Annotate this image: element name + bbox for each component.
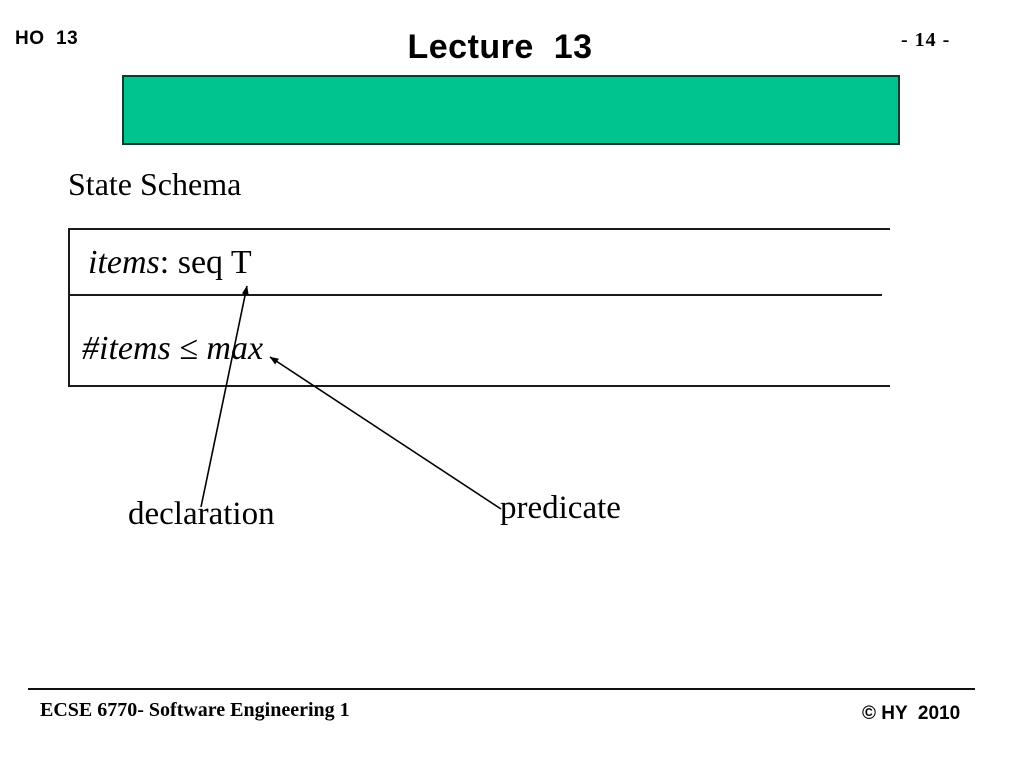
schema-left-line [68,228,70,386]
page-number: - 14 - [901,29,951,51]
page-title: Lecture 13 [407,28,593,66]
schema-bottom-line [68,385,890,387]
section-heading: State Schema [68,166,242,202]
schema-declaration-variable: items [88,244,160,281]
declaration-arrow [200,285,249,508]
schema-declaration-type: : seq T [159,244,252,281]
title-banner [122,75,900,145]
declaration-label: declaration [128,496,275,532]
schema-declaration: items: seq T [88,244,252,282]
schema-top-line [68,228,890,230]
schema-middle-line [68,294,882,296]
predicate-label: predicate [500,490,621,526]
schema-predicate: #items ≤ max [82,330,264,367]
footer-course-name: ECSE 6770- Software Engineering 1 [40,699,350,721]
footer-copyright: © HY 2010 [862,703,961,724]
handout-number: HO 13 [15,28,79,49]
footer-divider [28,688,975,690]
predicate-arrow [269,356,502,510]
